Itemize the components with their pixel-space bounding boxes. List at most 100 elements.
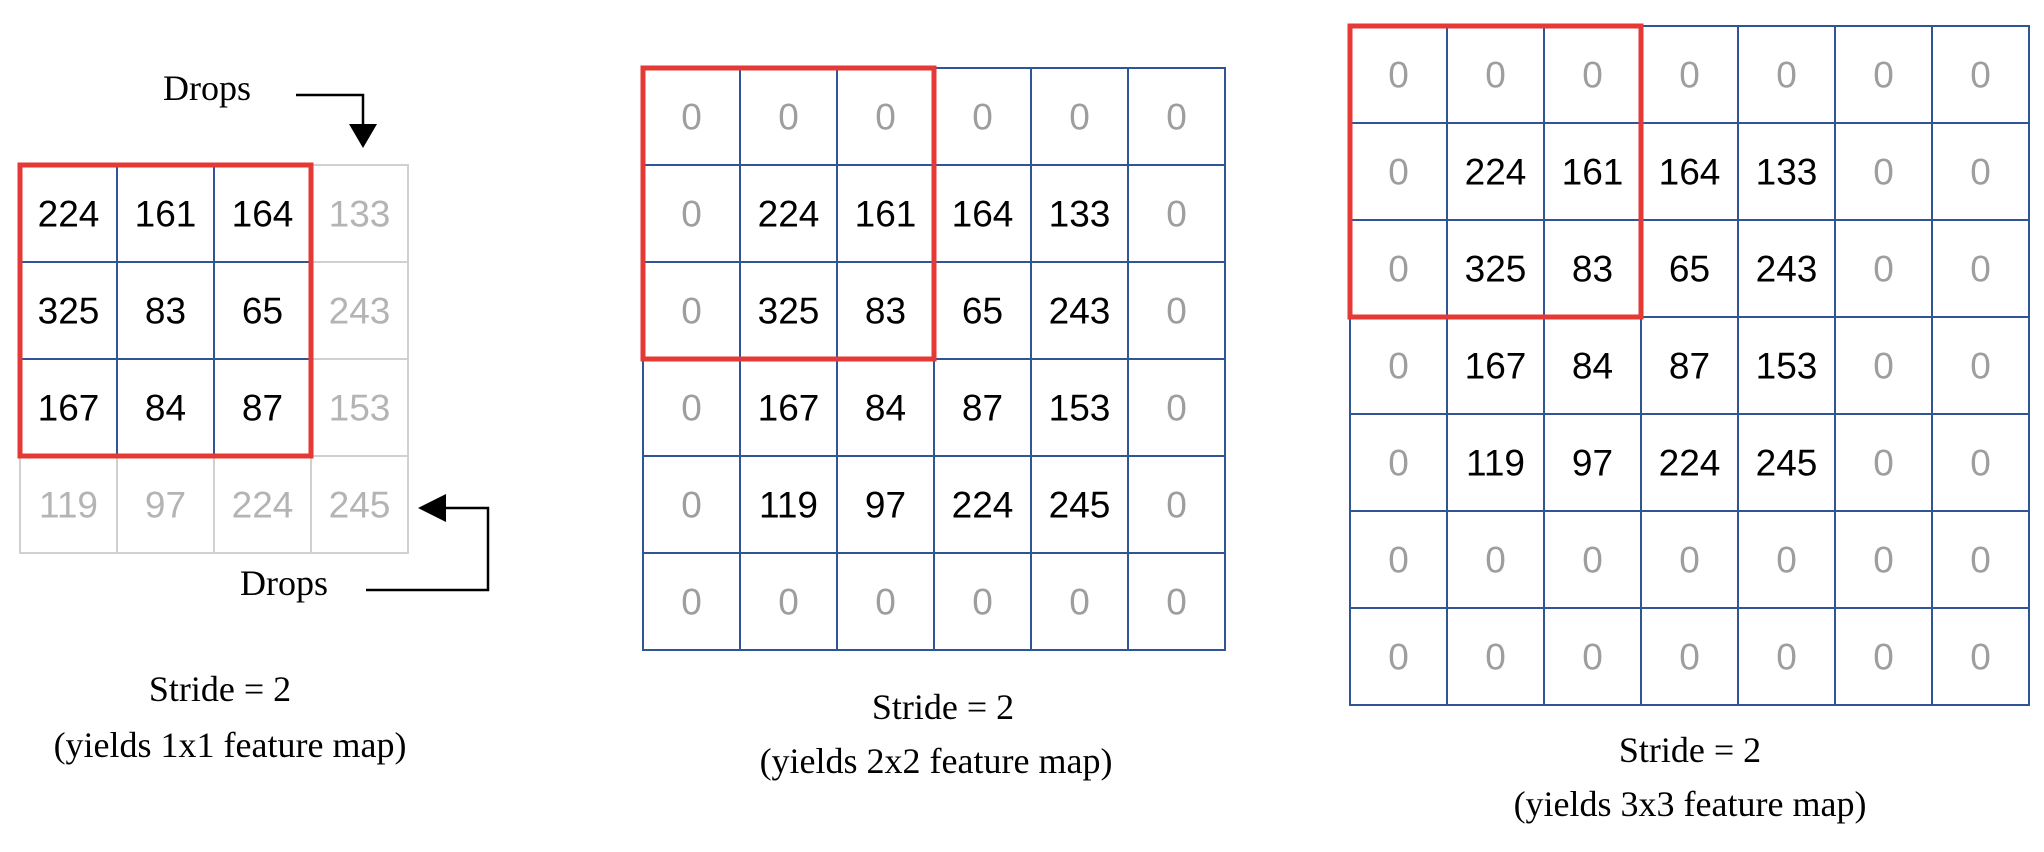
kernel-window bbox=[1347, 23, 1644, 320]
kernel-window bbox=[17, 162, 314, 459]
cell-value: 0 bbox=[972, 97, 993, 138]
cell-value: 0 bbox=[1873, 540, 1894, 581]
caption-stride-3: Stride = 2 bbox=[1619, 730, 1761, 770]
cell-value: 65 bbox=[1669, 249, 1710, 290]
caption-yields-2: (yields 2x2 feature map) bbox=[760, 741, 1113, 781]
cell-value: 0 bbox=[1388, 540, 1409, 581]
cell-value: 0 bbox=[1166, 97, 1187, 138]
cell-value: 133 bbox=[1049, 194, 1111, 235]
cell-value: 0 bbox=[1388, 443, 1409, 484]
cell-value: 224 bbox=[952, 485, 1014, 526]
grid-cell bbox=[1030, 552, 1129, 651]
cell-value: 119 bbox=[39, 485, 98, 526]
cell-value: 164 bbox=[952, 194, 1014, 235]
cell-value: 0 bbox=[1679, 637, 1700, 678]
grid-cell bbox=[1543, 413, 1642, 512]
cell-value: 0 bbox=[1069, 97, 1090, 138]
cell-value: 245 bbox=[1756, 443, 1818, 484]
cell-value: 87 bbox=[242, 388, 283, 429]
grid-cell bbox=[310, 455, 409, 554]
grid-cell bbox=[1127, 552, 1226, 651]
drops-label-top: Drops bbox=[163, 68, 251, 108]
cell-value: 83 bbox=[865, 291, 906, 332]
grid-cell bbox=[1640, 607, 1739, 706]
grid-cell bbox=[19, 455, 118, 554]
cell-value: 0 bbox=[1166, 582, 1187, 623]
cell-value: 0 bbox=[681, 582, 702, 623]
grid-cell bbox=[739, 164, 838, 263]
cell-value: 243 bbox=[1049, 291, 1111, 332]
cell-value: 0 bbox=[1970, 249, 1991, 290]
cell-value: 161 bbox=[1562, 152, 1624, 193]
arrow-left-icon bbox=[366, 494, 490, 592]
grid-cell bbox=[310, 164, 409, 263]
grid-cell bbox=[933, 455, 1032, 554]
grid-cell bbox=[1030, 164, 1129, 263]
grid-cell bbox=[1737, 25, 1836, 124]
cell-value: 119 bbox=[759, 485, 818, 526]
cell-value: 0 bbox=[1970, 637, 1991, 678]
grid-cell bbox=[1543, 316, 1642, 415]
cell-value: 0 bbox=[972, 582, 993, 623]
cell-value: 65 bbox=[242, 291, 283, 332]
drops-annotation-top: Drops bbox=[163, 68, 377, 148]
cell-value: 0 bbox=[1582, 55, 1603, 96]
cell-value: 0 bbox=[681, 291, 702, 332]
cell-value: 0 bbox=[1388, 152, 1409, 193]
cell-value: 161 bbox=[855, 194, 917, 235]
grid-cell bbox=[1640, 25, 1739, 124]
grid-cell bbox=[19, 164, 118, 263]
cell-value: 0 bbox=[1776, 55, 1797, 96]
grid-cell-border bbox=[1931, 607, 2030, 706]
grid-cell bbox=[1737, 510, 1836, 609]
cell-value: 0 bbox=[1485, 55, 1506, 96]
grid-cell bbox=[1737, 219, 1836, 318]
cell-value: 0 bbox=[1485, 637, 1506, 678]
drops-label-bottom: Drops bbox=[240, 563, 328, 603]
cell-value: 0 bbox=[681, 388, 702, 429]
grid-cell bbox=[1737, 413, 1836, 512]
cell-value: 167 bbox=[38, 388, 100, 429]
arrow-down-icon bbox=[296, 93, 377, 148]
cell-value: 224 bbox=[38, 194, 100, 235]
cell-value: 0 bbox=[1679, 55, 1700, 96]
grid-cell bbox=[1737, 122, 1836, 221]
cell-value: 0 bbox=[1485, 540, 1506, 581]
cell-value: 164 bbox=[232, 194, 294, 235]
kernel-window bbox=[640, 65, 937, 362]
cell-value: 167 bbox=[758, 388, 820, 429]
cell-value: 0 bbox=[1069, 582, 1090, 623]
cell-value: 0 bbox=[1388, 637, 1409, 678]
cell-value: 0 bbox=[1873, 152, 1894, 193]
cell-value: 0 bbox=[1776, 637, 1797, 678]
cell-value: 0 bbox=[1873, 346, 1894, 387]
cell-value: 0 bbox=[1166, 194, 1187, 235]
grid-cell bbox=[1640, 219, 1739, 318]
grid-cell bbox=[310, 358, 409, 457]
cell-value: 133 bbox=[329, 194, 391, 235]
cell-value: 224 bbox=[232, 485, 294, 526]
cell-value: 224 bbox=[1465, 152, 1527, 193]
cell-value: 0 bbox=[1970, 443, 1991, 484]
cell-value: 0 bbox=[681, 485, 702, 526]
grid-cell bbox=[1834, 316, 1933, 415]
cell-value: 133 bbox=[1756, 152, 1818, 193]
cell-value: 325 bbox=[758, 291, 820, 332]
cell-value: 245 bbox=[329, 485, 391, 526]
caption-yields-1: (yields 1x1 feature map) bbox=[54, 725, 407, 765]
cell-value: 0 bbox=[1388, 249, 1409, 290]
cell-value: 0 bbox=[681, 97, 702, 138]
cell-value: 97 bbox=[1572, 443, 1613, 484]
cell-value: 224 bbox=[758, 194, 820, 235]
cell-value: 0 bbox=[875, 582, 896, 623]
cell-value: 0 bbox=[1166, 291, 1187, 332]
cell-value: 153 bbox=[1756, 346, 1818, 387]
cell-value: 161 bbox=[135, 194, 197, 235]
cell-value: 164 bbox=[1659, 152, 1721, 193]
grid-cell bbox=[116, 358, 215, 457]
cell-value: 65 bbox=[962, 291, 1003, 332]
grid-cell bbox=[642, 164, 741, 263]
